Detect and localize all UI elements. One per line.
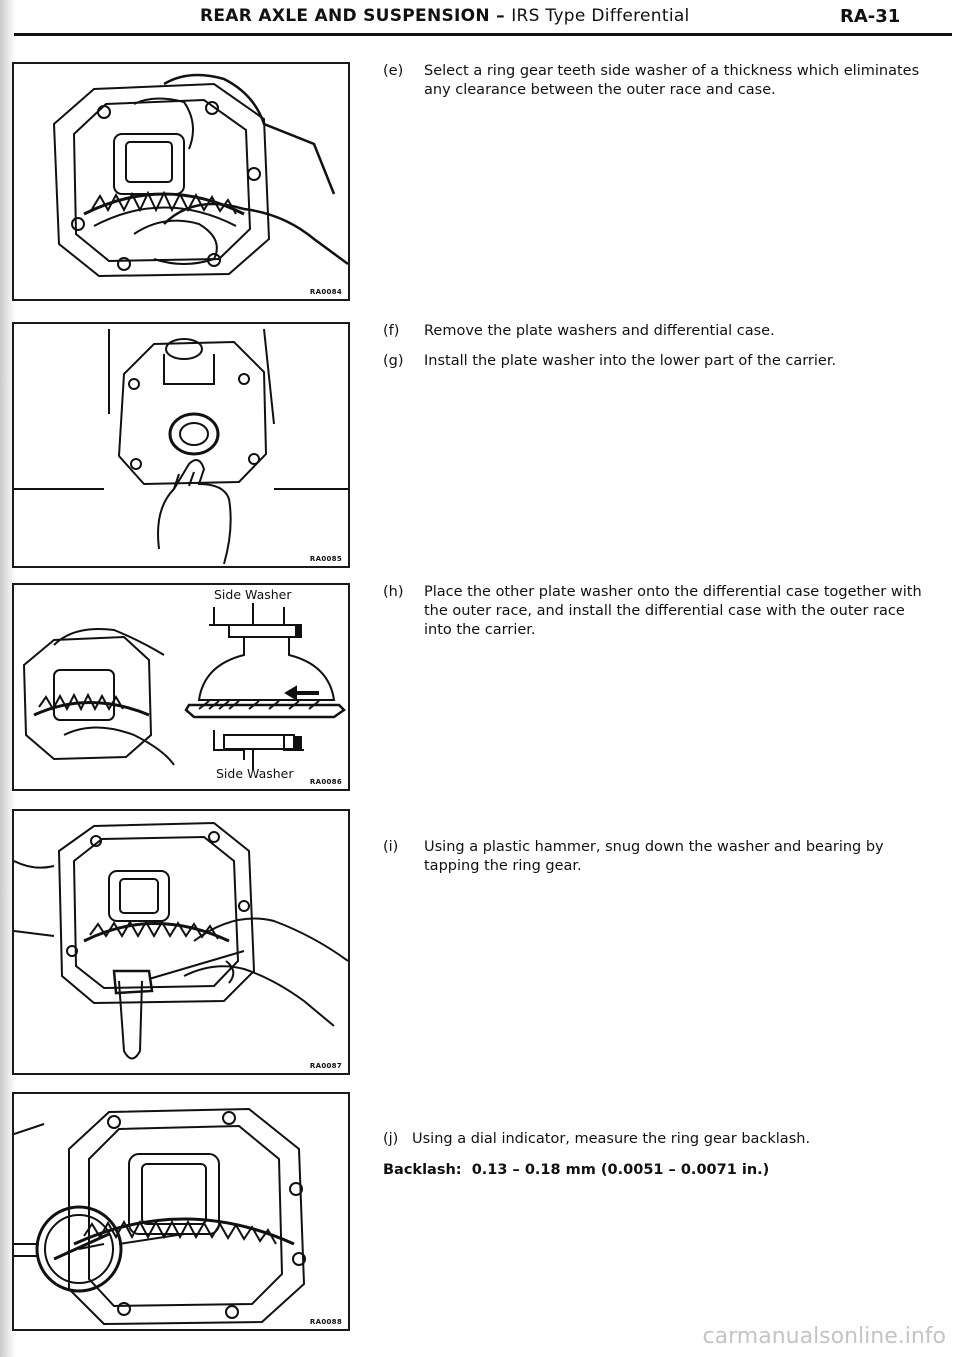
step-text: Install the plate washer into the lower … — [424, 353, 837, 369]
spec-value: 0.13 – 0.18 mm (0.0051 – 0.0071 in.) — [471, 1162, 770, 1178]
step-text: Using a plastic hammer, snug down the wa… — [424, 839, 884, 874]
step-text: Place the other plate washer onto the di… — [424, 584, 922, 638]
figure-illustration — [14, 328, 348, 565]
spec-label: Backlash: — [383, 1162, 462, 1178]
figure-illustration — [52, 73, 348, 278]
step-f: (f) Remove the plate washers and differe… — [383, 322, 923, 341]
step-g: (g) Install the plate washer into the lo… — [383, 352, 923, 371]
step-text: Remove the plate washers and differentia… — [424, 323, 775, 339]
figure-plate-washer-install: RA0085 — [12, 322, 350, 568]
step-i: (i) Using a plastic hammer, snug down th… — [383, 838, 923, 876]
figure-side-washer-diagram: Side Washer Side Washer RA0086 — [12, 583, 350, 791]
figure-code: RA0088 — [309, 1318, 342, 1326]
step-label: (g) — [383, 353, 404, 369]
header-rule — [14, 33, 952, 36]
step-text: Select a ring gear teeth side washer of … — [424, 63, 920, 98]
figure-code: RA0086 — [309, 778, 342, 786]
step-label: (h) — [383, 584, 404, 600]
step-text: Using a dial indicator, measure the ring… — [412, 1131, 811, 1147]
figure-dial-indicator: RA0088 — [12, 1092, 350, 1331]
step-label: (i) — [383, 839, 399, 855]
step-label: (f) — [383, 323, 400, 339]
figure-ring-gear-washer-selection: RA0084 — [12, 62, 350, 301]
figure-plastic-hammer: RA0087 — [12, 809, 350, 1075]
step-label: (e) — [383, 63, 404, 79]
callout-side-washer-bottom: Side Washer — [216, 766, 294, 781]
figure-code: RA0084 — [309, 288, 342, 296]
callout-side-washer-top: Side Washer — [214, 587, 292, 602]
backlash-spec: Backlash: 0.13 – 0.18 mm (0.0051 – 0.007… — [383, 1162, 769, 1178]
figure-illustration — [14, 1107, 306, 1326]
section-title: REAR AXLE AND SUSPENSION – IRS Type Diff… — [200, 6, 690, 26]
figure-code: RA0087 — [309, 1062, 342, 1070]
step-h: (h) Place the other plate washer onto th… — [383, 583, 923, 640]
page-number: RA-31 — [840, 6, 901, 27]
section-title-sub: IRS Type Differential — [511, 6, 690, 26]
figure-illustration — [14, 821, 348, 1060]
figure-code: RA0085 — [309, 555, 342, 563]
figure-illustration — [22, 603, 346, 770]
step-label: (j) — [383, 1131, 399, 1147]
watermark: carmanualsonline.info — [702, 1324, 946, 1349]
step-j: (j) Using a dial indicator, measure the … — [383, 1130, 923, 1149]
section-title-main: REAR AXLE AND SUSPENSION – — [200, 6, 512, 26]
step-e: (e) Select a ring gear teeth side washer… — [383, 62, 923, 100]
